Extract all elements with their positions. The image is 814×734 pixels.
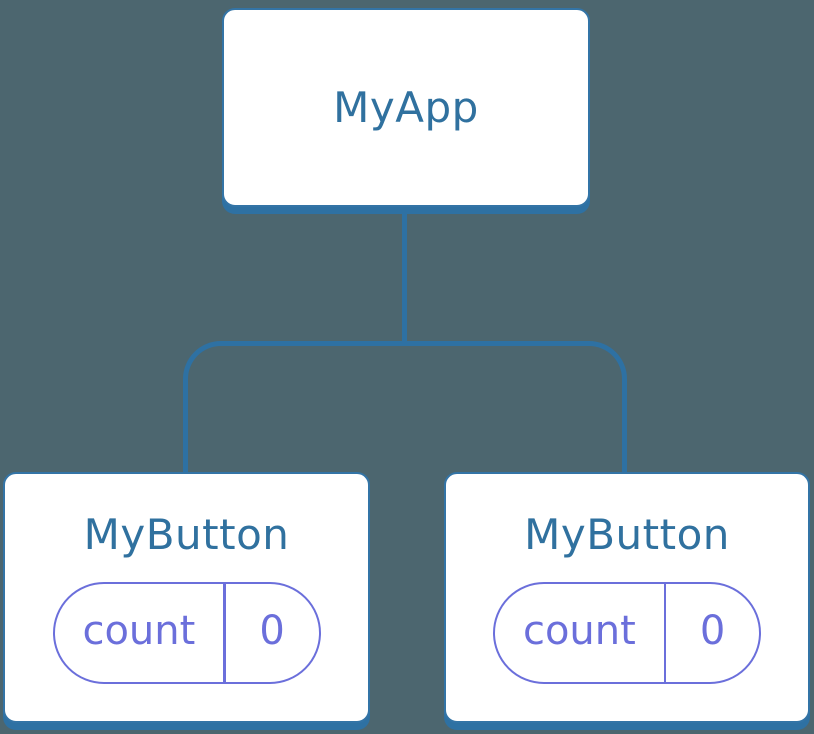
connector-stem [402,211,407,344]
child-component-node-left: MyButton count 0 [3,472,370,723]
root-component-node: MyApp [222,8,590,207]
child-component-node-right: MyButton count 0 [444,472,810,723]
child-component-label: MyButton [524,510,730,559]
root-component-label: MyApp [333,83,479,132]
state-value: 0 [699,608,726,654]
connector-branch [183,341,627,472]
state-pill: count 0 [52,582,321,684]
state-name: count [522,608,636,654]
state-value: 0 [259,608,285,654]
pill-divider [663,584,667,682]
pill-divider [223,584,226,682]
state-name: count [82,608,196,654]
child-component-label: MyButton [83,510,290,559]
state-pill: count 0 [493,582,761,684]
